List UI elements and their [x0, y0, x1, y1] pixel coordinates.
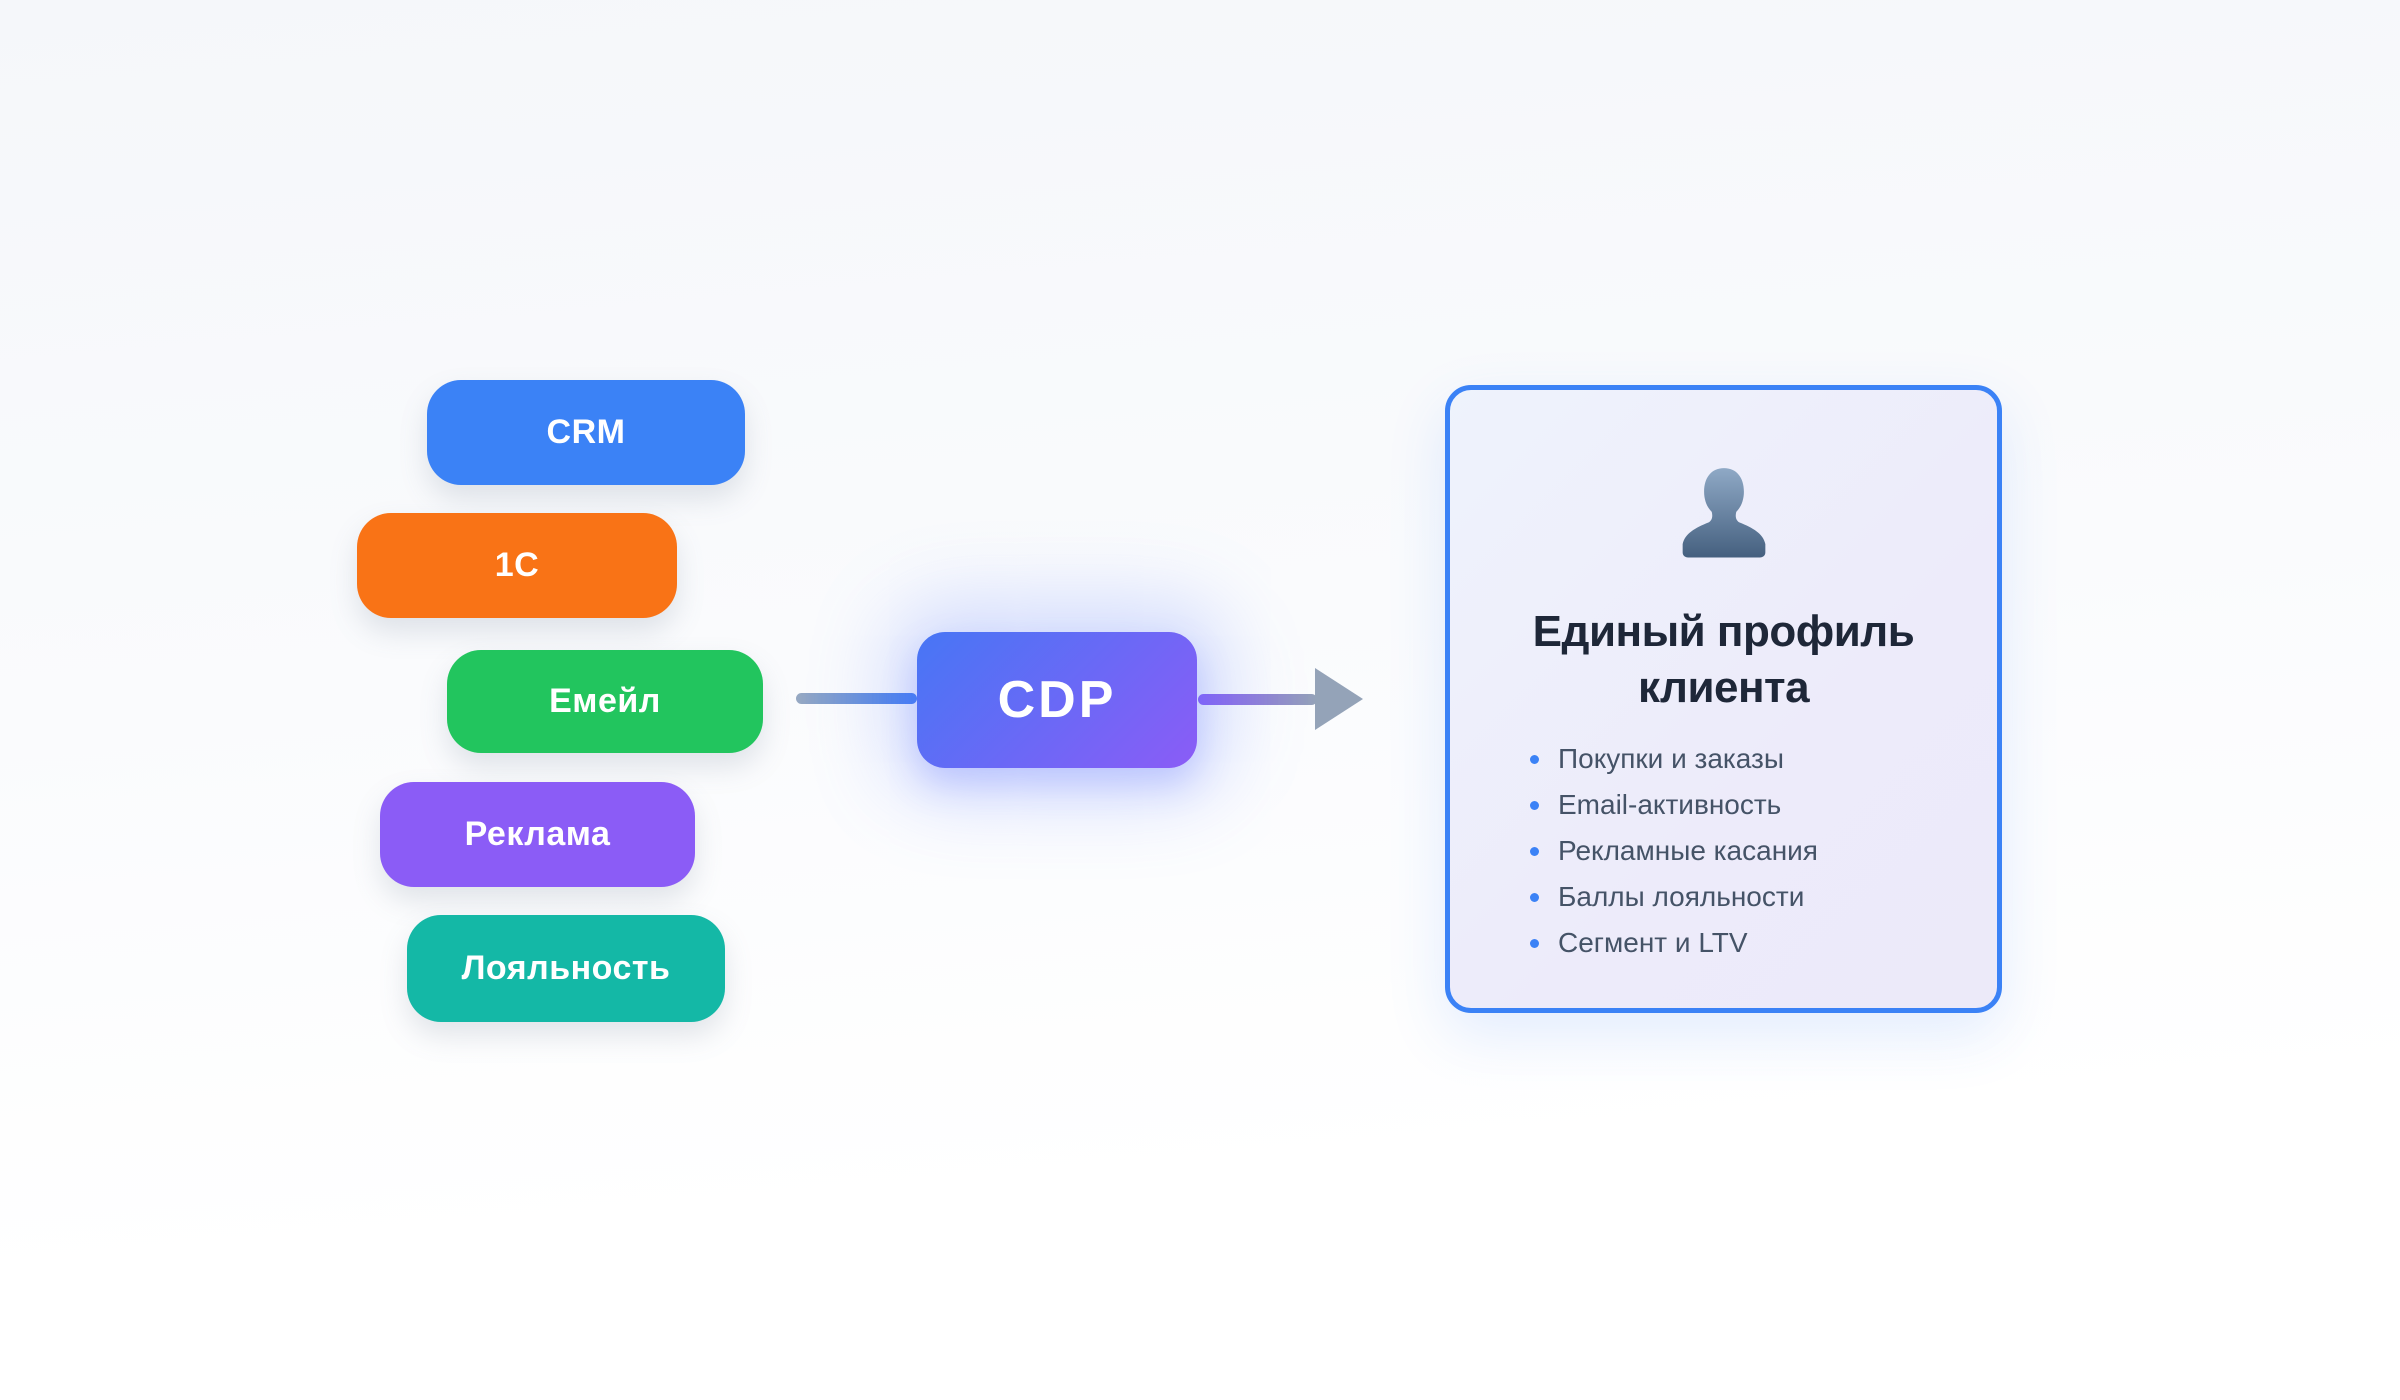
list-item: Баллы лояльности: [1530, 874, 1818, 920]
source-pill-ads: Реклама: [380, 782, 695, 887]
source-pill-1c: 1С: [357, 513, 677, 618]
list-item: Покупки и заказы: [1530, 736, 1818, 782]
user-silhouette-icon: [1682, 468, 1765, 558]
source-pill-crm: CRM: [427, 380, 745, 485]
source-pill-loyalty-label: Лояльность: [461, 949, 671, 987]
list-item: Рекламные касания: [1530, 828, 1818, 874]
source-pill-crm-label: CRM: [546, 413, 626, 451]
source-pill-ads-label: Реклама: [464, 815, 611, 853]
list-item-label: Баллы лояльности: [1558, 881, 1805, 912]
list-item: Сегмент и LTV: [1530, 920, 1818, 966]
bullet-dot-icon: [1530, 892, 1539, 902]
list-item-label: Сегмент и LTV: [1558, 927, 1748, 958]
cdp-box: CDP: [917, 632, 1197, 768]
connector-line-in: [796, 693, 917, 704]
source-pill-email: Емейл: [447, 650, 763, 753]
bullet-dot-icon: [1530, 754, 1539, 764]
bullet-dot-icon: [1530, 938, 1539, 948]
bullet-dot-icon: [1530, 800, 1539, 810]
list-item-label: Покупки и заказы: [1558, 743, 1785, 774]
bullet-dot-icon: [1530, 846, 1539, 856]
list-item: Email-активность: [1530, 782, 1818, 828]
connector-line-out: [1198, 694, 1317, 705]
source-pill-email-label: Емейл: [549, 682, 661, 720]
profile-card: Единый профиль клиента Покупки и заказы …: [1445, 385, 2002, 1013]
source-pill-1c-label: 1С: [494, 546, 540, 584]
cdp-label: CDP: [997, 671, 1117, 729]
profile-card-title: Единый профиль клиента: [1532, 607, 1915, 712]
arrow-right-icon: [1315, 668, 1363, 730]
profile-card-list: Покупки и заказы Email-активность Реклам…: [1530, 736, 1818, 966]
list-item-label: Рекламные касания: [1558, 835, 1818, 866]
list-item-label: Email-активность: [1558, 789, 1782, 820]
source-pill-loyalty: Лояльность: [407, 915, 725, 1022]
